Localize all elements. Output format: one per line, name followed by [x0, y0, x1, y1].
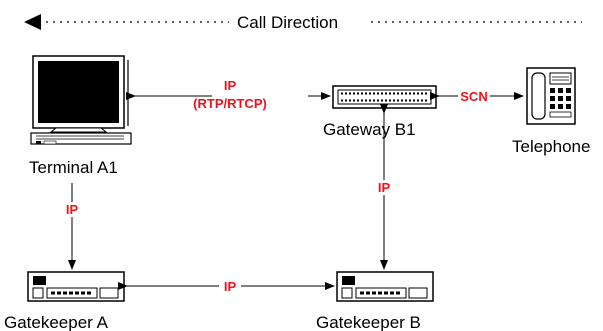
gatekeeper-a-label: Gatekeeper A [4, 313, 109, 331]
protocol-label-ip-terminal-gatekeeper: IP [66, 202, 79, 217]
telephone-label: Telephone [512, 137, 590, 156]
call-direction-arrow-icon [24, 14, 41, 30]
gatekeeper-b-label: Gatekeeper B [316, 313, 421, 331]
protocol-label-ip-gatekeepers: IP [224, 279, 237, 294]
telephone-icon [526, 67, 576, 125]
protocol-label-ip-rtp: IP [224, 78, 237, 93]
terminal-a1-label: Terminal A1 [29, 158, 118, 177]
protocol-label-scn: SCN [460, 89, 487, 104]
gateway-b1-label: Gateway B1 [323, 120, 416, 139]
protocol-label-ip-gateway-gatekeeper: IP [378, 180, 391, 195]
call-direction-label: Call Direction [237, 13, 338, 32]
computer-terminal-icon [30, 55, 132, 145]
gatekeeper-device-icon [27, 271, 125, 302]
gateway-device-icon [332, 85, 437, 109]
gatekeeper-device-icon [336, 271, 434, 302]
protocol-label-rtp-rtcp: (RTP/RTCP) [193, 96, 267, 111]
